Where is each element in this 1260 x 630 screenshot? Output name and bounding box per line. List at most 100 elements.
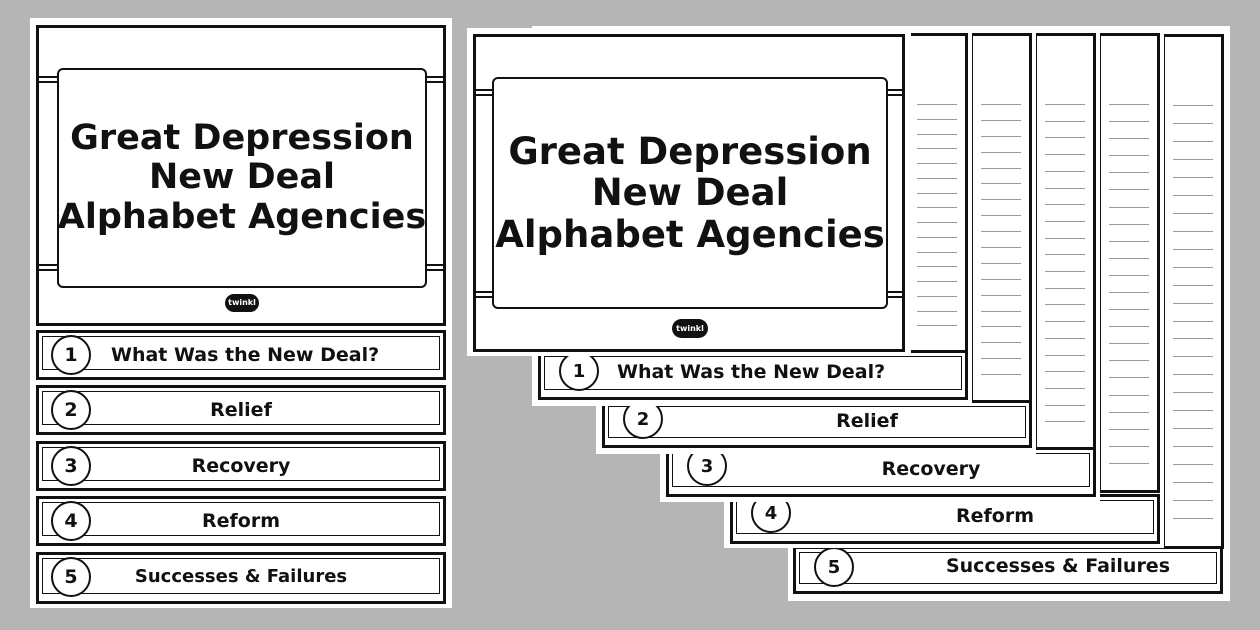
writing-line	[981, 342, 1021, 344]
writing-line	[1109, 428, 1149, 430]
writing-line	[917, 148, 957, 150]
writing-line	[917, 133, 957, 135]
writing-line	[1173, 122, 1213, 124]
right-section-5: 5 Successes & Failures	[793, 546, 1223, 594]
lined-page-5	[1162, 34, 1224, 549]
writing-line	[981, 358, 1021, 360]
left-section-1: 1 What Was the New Deal?	[36, 330, 446, 380]
writing-line	[1173, 230, 1213, 232]
writing-line	[1109, 309, 1149, 311]
writing-line	[1109, 121, 1149, 123]
writing-line	[981, 104, 1021, 105]
writing-line	[1173, 266, 1213, 268]
section-label: Successes & Failures	[134, 566, 348, 587]
writing-line	[1173, 158, 1213, 160]
writing-line	[1109, 377, 1149, 379]
writing-line	[1045, 304, 1085, 306]
writing-line	[1109, 394, 1149, 396]
section-label: What Was the New Deal?	[111, 344, 380, 366]
writing-line	[1173, 338, 1213, 340]
writing-line	[1173, 320, 1213, 322]
writing-line	[1109, 326, 1149, 328]
writing-line	[1173, 356, 1213, 358]
left-section-3: 3 Recovery	[36, 441, 446, 491]
section-label: Recovery	[191, 455, 291, 477]
section-number-badge: 1	[51, 335, 91, 375]
cover-title-line-2: New Deal	[591, 171, 789, 215]
lined-page-2	[970, 33, 1032, 403]
writing-line	[1173, 410, 1213, 412]
writing-line	[1109, 172, 1149, 174]
writing-line	[981, 262, 1021, 264]
writing-line	[981, 183, 1021, 185]
writing-line	[917, 118, 957, 120]
writing-line	[981, 151, 1021, 153]
section-label: Recovery	[881, 458, 981, 480]
writing-line	[917, 310, 957, 312]
right-cover: Great Depression New Deal Alphabet Agenc…	[473, 34, 905, 352]
writing-line	[1173, 176, 1213, 178]
right-section-1: 1 What Was the New Deal?	[538, 350, 968, 400]
cover-title-line-3: Alphabet Agencies	[57, 196, 427, 237]
cover-title-line-2: New Deal	[149, 157, 335, 198]
writing-line	[917, 163, 957, 164]
writing-line	[981, 247, 1021, 248]
writing-line	[1045, 137, 1085, 139]
right-section-3: 3 Recovery	[666, 446, 1096, 497]
writing-line	[917, 104, 957, 105]
writing-line	[1173, 464, 1213, 466]
twinkl-logo: twinkl	[225, 294, 259, 312]
writing-line	[1173, 140, 1213, 142]
writing-line	[1109, 462, 1149, 464]
writing-line	[1173, 482, 1213, 484]
writing-line	[1173, 374, 1213, 376]
right-title-plaque: Great Depression New Deal Alphabet Agenc…	[492, 77, 888, 309]
lined-page-1	[906, 33, 968, 353]
writing-line	[917, 325, 957, 327]
writing-line	[1045, 104, 1085, 105]
writing-line	[1109, 360, 1149, 362]
writing-line	[1045, 271, 1085, 272]
writing-line	[981, 199, 1021, 201]
writing-line	[981, 294, 1021, 296]
writing-line	[1173, 428, 1213, 430]
writing-line	[981, 374, 1021, 376]
writing-line	[981, 326, 1021, 328]
writing-line	[1173, 392, 1213, 394]
writing-line	[1045, 404, 1085, 406]
left-section-4: 4 Reform	[36, 496, 446, 546]
writing-line	[917, 281, 957, 282]
twinkl-logo: twinkl	[672, 319, 708, 338]
writing-line	[1173, 500, 1213, 502]
writing-line	[1109, 257, 1149, 259]
writing-line	[981, 135, 1021, 137]
writing-line	[917, 236, 957, 238]
right-section-2: 2 Relief	[602, 399, 1032, 448]
cover-title-line-1: Great Depression	[70, 118, 414, 159]
writing-line	[1173, 518, 1213, 520]
section-label: What Was the New Deal?	[617, 361, 886, 383]
writing-line	[1109, 445, 1149, 447]
writing-line	[1109, 155, 1149, 157]
writing-line	[1045, 204, 1085, 206]
writing-line	[1173, 302, 1213, 304]
writing-line	[1045, 154, 1085, 156]
writing-line	[1109, 189, 1149, 191]
writing-line	[981, 119, 1021, 121]
lined-page-4	[1098, 33, 1160, 493]
left-section-5: 5 Successes & Failures	[36, 552, 446, 604]
writing-line	[1045, 337, 1085, 339]
writing-line	[1109, 343, 1149, 345]
writing-line	[1109, 104, 1149, 105]
writing-line	[1045, 220, 1085, 222]
writing-line	[1173, 284, 1213, 286]
writing-line	[1173, 248, 1213, 250]
writing-line	[981, 167, 1021, 169]
section-label: Relief	[836, 410, 898, 432]
section-label: Reform	[201, 510, 280, 532]
left-section-2: 2 Relief	[36, 385, 446, 435]
writing-line	[1045, 371, 1085, 373]
writing-line	[1173, 105, 1213, 106]
writing-line	[1045, 170, 1085, 172]
writing-line	[917, 251, 957, 253]
